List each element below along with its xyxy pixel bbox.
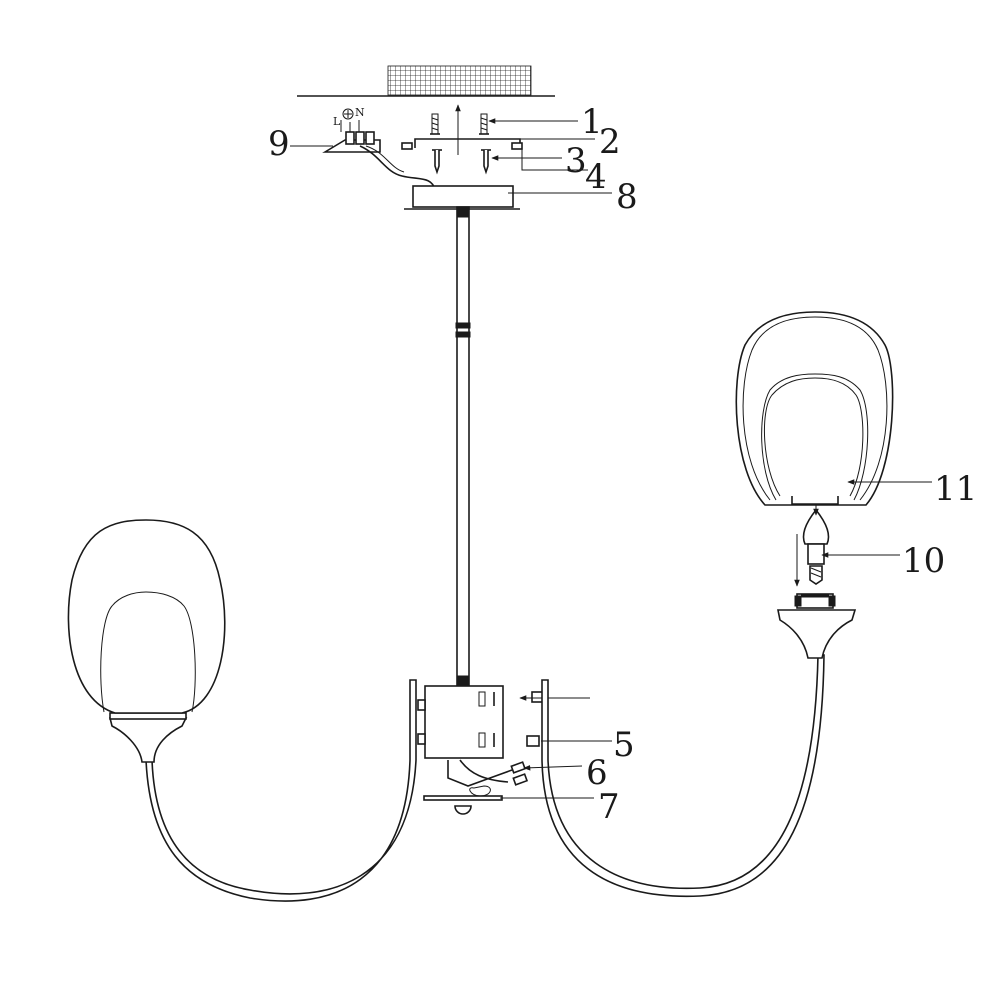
ceiling-hatch — [387, 65, 532, 96]
left-shade-inner — [100, 591, 196, 713]
bracket-nut-left — [401, 142, 413, 150]
mounting-bracket-group — [401, 104, 523, 175]
callout-3: 3 — [565, 141, 587, 181]
rod-tube — [456, 206, 470, 686]
bulb-neck — [807, 543, 825, 565]
callout-2: 2 — [599, 122, 621, 162]
bulb-glass — [802, 508, 830, 545]
leader-4 — [521, 147, 588, 171]
right-glass-shade — [735, 311, 894, 506]
bracket-screw-right — [481, 149, 491, 175]
wire-connectors — [447, 759, 529, 797]
callout-10: 10 — [902, 541, 945, 581]
ground-loop — [469, 785, 491, 797]
callout-8: 8 — [616, 177, 638, 217]
arm-nut-lower — [526, 735, 540, 747]
ceiling-screw-left — [430, 113, 440, 135]
rod-coupling-a — [455, 322, 471, 329]
callout-7: 7 — [598, 787, 620, 827]
rod-bottom-cap — [456, 675, 470, 687]
candle-bulb — [794, 476, 830, 587]
canopy-body — [412, 185, 514, 208]
exploded-shade — [735, 311, 894, 506]
rod-coupling-b — [455, 331, 471, 338]
callout-5: 5 — [613, 725, 635, 765]
callout-6: 6 — [586, 753, 608, 793]
bracket-screw-left — [432, 149, 442, 175]
earth-ground-icon — [342, 108, 354, 120]
bottom-cover — [423, 795, 503, 815]
terminal-block: L N — [322, 106, 436, 191]
left-shade-collar — [109, 712, 187, 720]
callout-4: 4 — [585, 157, 607, 197]
junction-box-body — [424, 685, 504, 759]
right-arm — [541, 593, 857, 898]
bottom-finial — [454, 805, 472, 815]
callout-11: 11 — [934, 469, 977, 509]
ceiling-screw-right — [479, 113, 489, 135]
terminal-label-neutral: N — [355, 106, 365, 119]
leader-6 — [523, 764, 583, 771]
right-socket-cup — [777, 609, 857, 659]
callout-9: 9 — [268, 124, 290, 164]
down-rod — [455, 206, 471, 687]
left-arm — [67, 519, 417, 902]
left-glass-shade — [67, 519, 226, 714]
terminal-label-live: L — [333, 115, 341, 128]
junction-box — [417, 685, 590, 759]
left-socket-cup — [108, 717, 188, 763]
right-arm-tube — [541, 654, 825, 898]
ceiling — [297, 65, 555, 97]
callout-numbers: 1 2 3 4 5 6 7 8 9 10 11 — [268, 102, 977, 827]
canopy — [404, 185, 520, 210]
rod-top-cap — [456, 206, 470, 218]
leader-lines — [290, 118, 932, 799]
supply-wire — [359, 145, 436, 191]
callout-1: 1 — [581, 102, 603, 142]
right-shade-inner — [764, 377, 864, 497]
mounting-bracket — [414, 138, 521, 148]
shade-bottom-opening — [791, 496, 839, 505]
bottom-plate — [423, 795, 503, 801]
bracket-nut-right — [511, 142, 523, 150]
